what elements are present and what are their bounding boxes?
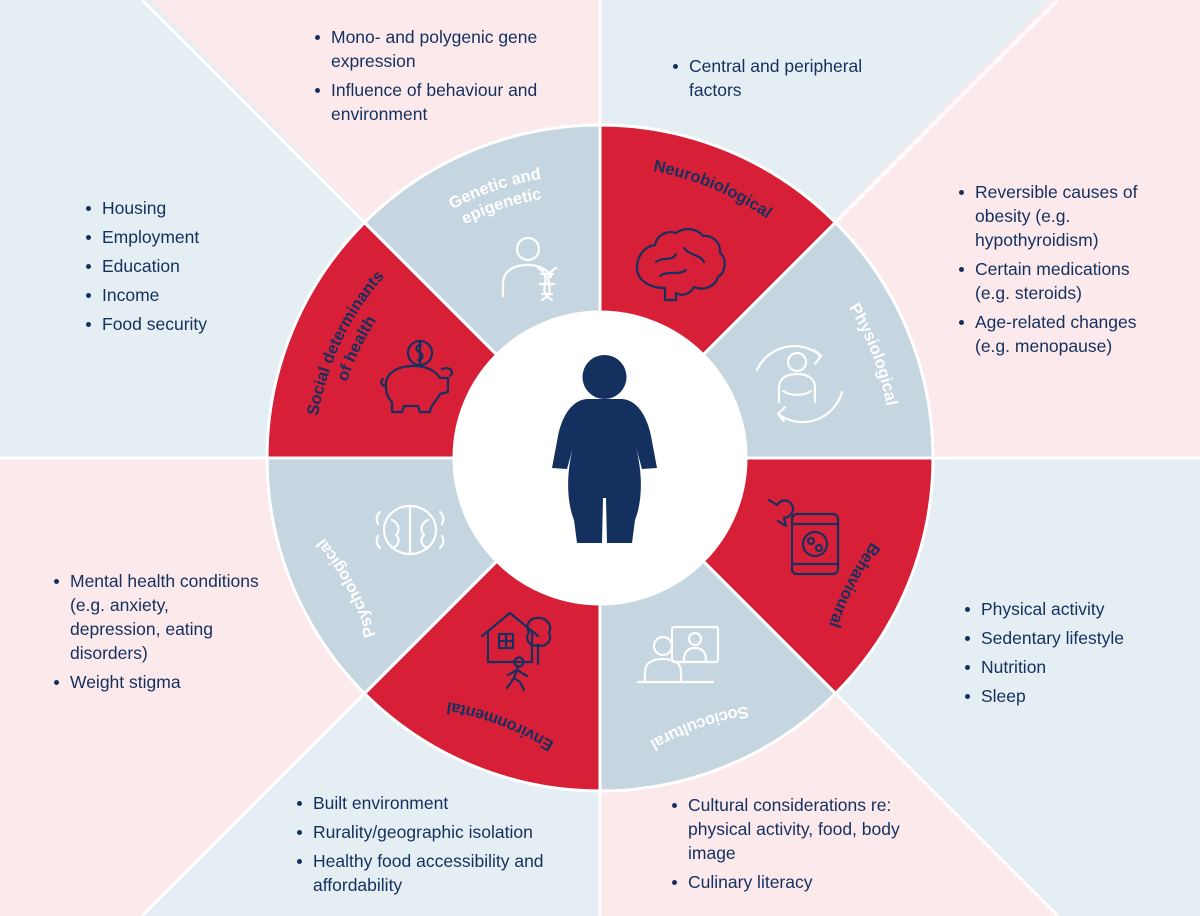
wheel-segment-behavioural: [598, 559, 838, 793]
detail-list-psychological: Mental health conditions (e.g. anxiety, …: [53, 569, 263, 699]
detail-item: Income: [85, 283, 285, 307]
piggy-bank-icon: [380, 339, 454, 414]
dna-person-icon: [501, 236, 558, 302]
detail-item: Sedentary lifestyle: [964, 626, 1164, 650]
detail-item: Weight stigma: [53, 670, 263, 694]
brain-icon: [635, 228, 726, 302]
wheel-segment-environmental: [265, 456, 499, 696]
screen-people-icon: [636, 625, 720, 684]
wheel-segment-genetic: [598, 123, 838, 357]
detail-item: Employment: [85, 225, 285, 249]
detail-item: Mono- and polygenic gene expression: [314, 25, 554, 73]
wheel-segment-social: [362, 123, 602, 357]
detail-item: Food security: [85, 312, 285, 336]
body-cycle-icon: [755, 345, 844, 424]
detail-item: Sleep: [964, 684, 1164, 708]
detail-item: Age-related changes (e.g. menopause): [958, 310, 1158, 358]
detail-item: Healthy food accessibility and affordabi…: [296, 849, 576, 897]
detail-item: Cultural considerations re: physical act…: [671, 793, 911, 865]
house-walker-icon: [480, 611, 552, 692]
detail-item: Certain medications (e.g. steroids): [958, 257, 1158, 305]
detail-item: Built environment: [296, 791, 576, 815]
detail-item: Nutrition: [964, 655, 1164, 679]
detail-item: Education: [85, 254, 285, 278]
detail-list-sociocultural: Cultural considerations re: physical act…: [671, 793, 911, 899]
detail-item: Reversible causes of obesity (e.g. hypot…: [958, 180, 1158, 252]
detail-list-neurobiological: Central and peripheral factors: [672, 54, 872, 107]
detail-list-physiological: Reversible causes of obesity (e.g. hypot…: [958, 180, 1158, 363]
person-icon: [552, 355, 657, 543]
detail-item: Rurality/geographic isolation: [296, 820, 576, 844]
wheel-segment-physiological: [701, 456, 935, 696]
mind-icon: [375, 504, 445, 556]
detail-item: Housing: [85, 196, 285, 220]
detail-item: Influence of behaviour and environment: [314, 78, 554, 126]
detail-item: Mental health conditions (e.g. anxiety, …: [53, 569, 263, 665]
detail-item: Central and peripheral factors: [672, 54, 872, 102]
detail-item: Culinary literacy: [671, 870, 911, 894]
snack-icon: [767, 498, 840, 576]
wheel-segment-neurobiological: [701, 220, 935, 460]
wheel-segment-psychological: [265, 220, 499, 460]
detail-item: Physical activity: [964, 597, 1164, 621]
